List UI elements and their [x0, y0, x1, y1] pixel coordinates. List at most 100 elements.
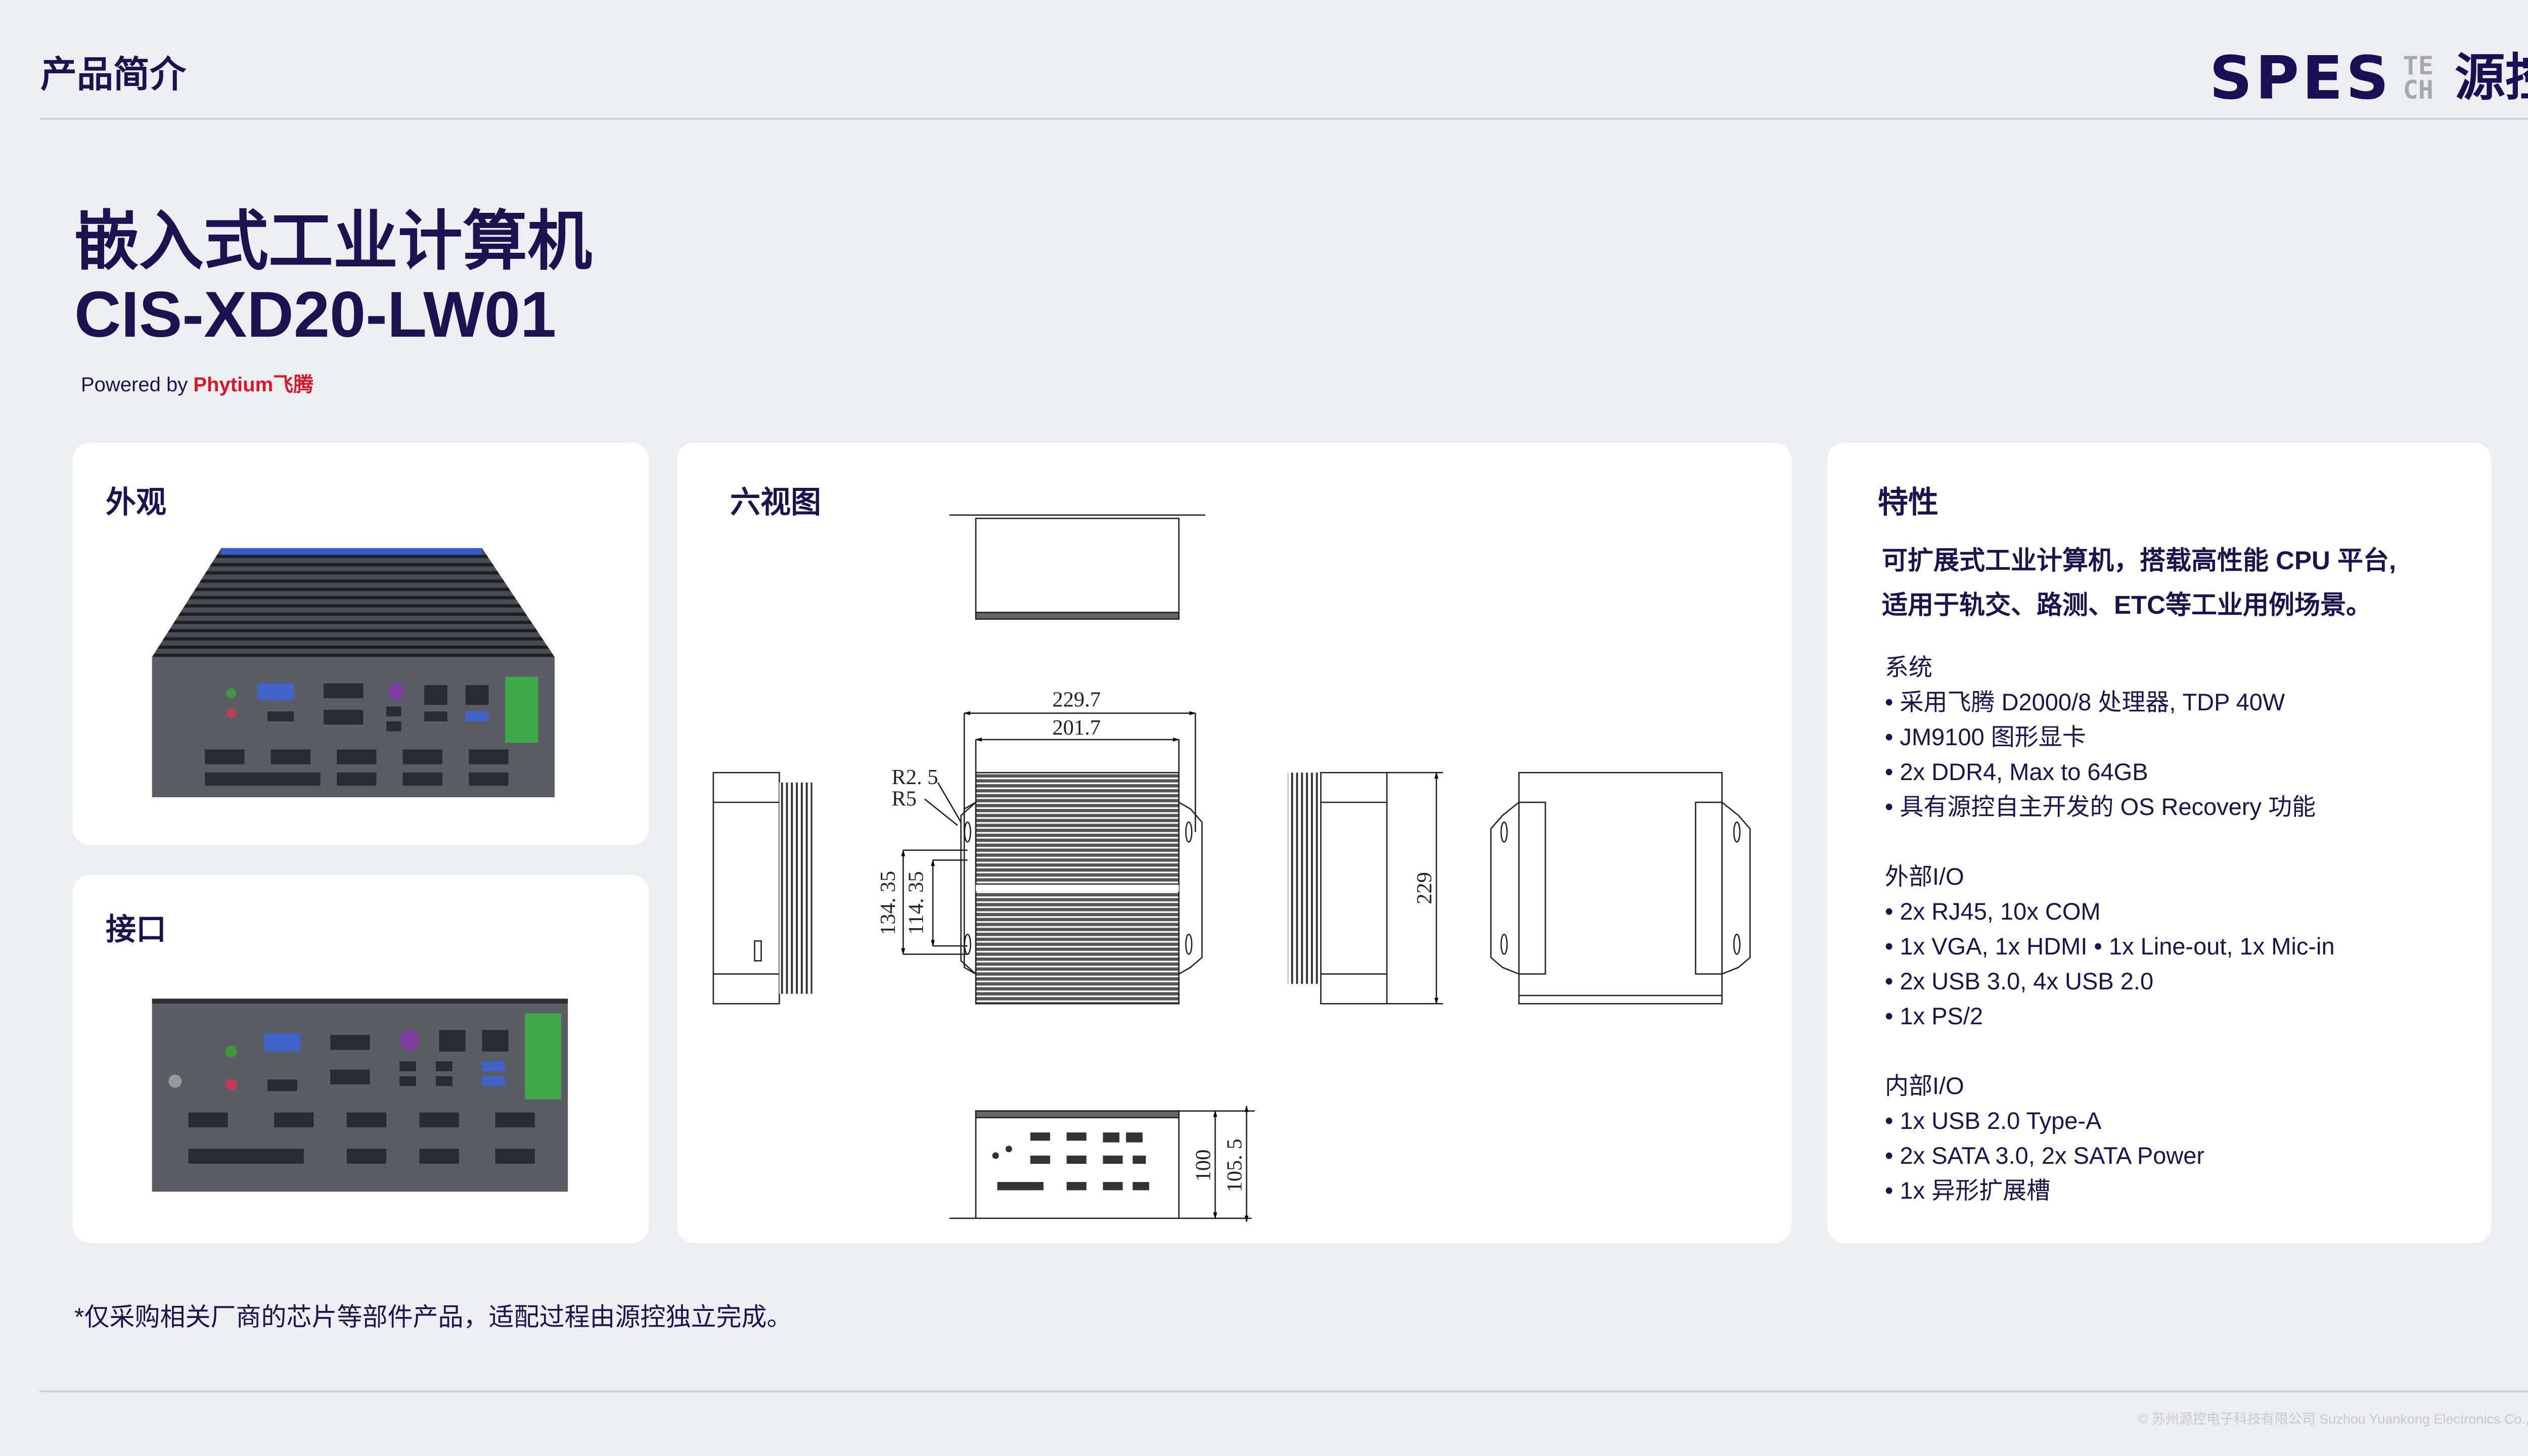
- com-port: [495, 1112, 535, 1127]
- power-terminal: [505, 676, 538, 743]
- audio-line-out: [226, 688, 237, 699]
- com-port: [346, 1112, 387, 1127]
- top-view: [949, 514, 1205, 620]
- bottom-view: [1490, 771, 1751, 1005]
- port-group: [168, 1030, 535, 1164]
- com-port: [419, 1112, 459, 1127]
- usb3-port: [482, 1061, 506, 1071]
- com-port: [324, 683, 364, 699]
- product-title: 嵌入式工业计算机 CIS-XD20-LW01: [74, 205, 592, 351]
- list-item: • JM9100 图形显卡: [1885, 723, 2086, 750]
- rj45-port: [424, 685, 447, 705]
- ps2-port: [388, 683, 404, 700]
- usb-port: [386, 721, 401, 732]
- usb-port: [399, 1061, 416, 1071]
- com-port: [324, 710, 364, 725]
- technical-drawing: 229.7 201.7 R2. 5 R5 134. 35 114. 35 229…: [712, 514, 1751, 1222]
- appearance-card: 外观: [73, 442, 649, 845]
- section-internal-io: 内部I/O • 1x USB 2.0 Type-A • 2x SATA 3.0,…: [1885, 1068, 2335, 1208]
- logo-tech-bottom: CH: [2403, 75, 2433, 105]
- com-port: [402, 772, 443, 786]
- ps2-port: [399, 1030, 420, 1050]
- list-item: • 1x PS/2: [1885, 1003, 1983, 1029]
- section-title: 内部I/O: [1885, 1072, 1964, 1099]
- headline-line: 适用于轨交、路测、ETC等工业用例场景。: [1882, 590, 2372, 619]
- dim-depth: 229: [1413, 872, 1436, 904]
- six-views-title: 六视图: [730, 485, 821, 519]
- panel-edge: [152, 998, 568, 1004]
- front-view: [901, 711, 1203, 1005]
- com-port: [188, 1112, 228, 1127]
- com-port: [205, 749, 245, 764]
- dim-inner-width: 201.7: [1052, 716, 1100, 740]
- rj45-port: [439, 1030, 466, 1052]
- dio-port: [205, 772, 321, 786]
- logo-wordmark: SPES: [2209, 43, 2392, 113]
- com-port: [330, 1035, 370, 1050]
- features-headline: 可扩展式工业计算机，搭载高性能 CPU 平台, 适用于轨交、路测、ETC等工业用…: [1882, 538, 2396, 627]
- com-port: [337, 749, 377, 764]
- heatsink-fins: [152, 548, 555, 657]
- product-title-cn: 嵌入式工业计算机: [74, 205, 593, 278]
- list-item: • 1x VGA, 1x HDMI • 1x Line-out, 1x Mic-…: [1885, 933, 2335, 960]
- usb-port: [386, 706, 401, 717]
- dim-hole-span-outer: 134. 35: [876, 871, 900, 935]
- vga-port: [264, 1033, 301, 1052]
- audio-line-out: [225, 1045, 237, 1058]
- dim-radius-large: R5: [891, 787, 917, 811]
- power-terminal: [525, 1013, 562, 1100]
- usb-port: [435, 1076, 453, 1086]
- section-title: 外部I/O: [1885, 863, 1964, 890]
- logo-tech: TE CH: [2403, 51, 2433, 105]
- product-photo-front-panel: [152, 998, 568, 1192]
- rj45-port: [465, 685, 489, 705]
- list-item: • 1x 异形扩展槽: [1885, 1177, 2051, 1204]
- section-title: 系统: [1885, 654, 1932, 680]
- power-button: [168, 1074, 182, 1088]
- page-title: 产品简介: [40, 55, 187, 95]
- usb3-port: [482, 1076, 506, 1086]
- hdmi-port: [267, 711, 294, 721]
- product-model: CIS-XD20-LW01: [74, 279, 557, 351]
- com-port: [274, 1112, 314, 1127]
- audio-mic-in: [226, 708, 237, 718]
- dim-outer-width: 229.7: [1052, 688, 1100, 712]
- interfaces-title: 接口: [106, 913, 166, 946]
- list-item: • 2x DDR4, Max to 64GB: [1885, 758, 2148, 785]
- hdmi-port: [267, 1079, 297, 1091]
- logo-chinese: 源控: [2455, 50, 2528, 106]
- dio-port: [188, 1149, 304, 1164]
- interfaces-card: 接口: [73, 875, 649, 1243]
- section-external-io: 外部I/O • 2x RJ45, 10x COM • 1x VGA, 1x HD…: [1885, 859, 2335, 1033]
- dim-height-total: 105. 5: [1223, 1139, 1247, 1192]
- dim-radius-small: R2. 5: [891, 765, 938, 789]
- usb-port: [399, 1076, 416, 1086]
- left-side-view: [712, 771, 812, 1005]
- top-accent: [221, 548, 482, 555]
- appearance-title: 外观: [106, 485, 166, 519]
- audio-mic-in: [225, 1078, 237, 1090]
- port-group: [205, 683, 509, 786]
- com-port: [469, 749, 509, 764]
- footer-divider: [39, 1390, 2528, 1392]
- six-views-card: 六视图: [677, 442, 1791, 1243]
- list-item: • 采用飞腾 D2000/8 处理器, TDP 40W: [1885, 689, 2285, 715]
- list-item: • 2x RJ45, 10x COM: [1885, 898, 2101, 925]
- com-port: [337, 772, 377, 786]
- com-port: [419, 1149, 459, 1164]
- header-divider: [39, 118, 2528, 120]
- dim-hole-span-inner: 114. 35: [905, 871, 928, 935]
- phytium-logo: Phytium飞腾: [193, 374, 314, 396]
- rear-view: [949, 1105, 1255, 1222]
- list-item: • 2x USB 3.0, 4x USB 2.0: [1885, 968, 2154, 994]
- section-system: 系统 • 采用飞腾 D2000/8 处理器, TDP 40W • JM9100 …: [1885, 650, 2335, 824]
- features-title: 特性: [1878, 485, 1938, 519]
- vga-port: [257, 683, 294, 700]
- headline-line: 可扩展式工业计算机，搭载高性能 CPU 平台,: [1882, 546, 2397, 575]
- logo-tech-top: TE: [2403, 51, 2433, 80]
- features-card: 特性 可扩展式工业计算机，搭载高性能 CPU 平台, 适用于轨交、路测、ETC等…: [1827, 442, 2491, 1243]
- com-port: [402, 749, 443, 764]
- rj45-port: [482, 1030, 509, 1052]
- list-item: • 2x SATA 3.0, 2x SATA Power: [1885, 1142, 2205, 1169]
- dim-height: 100: [1192, 1150, 1215, 1182]
